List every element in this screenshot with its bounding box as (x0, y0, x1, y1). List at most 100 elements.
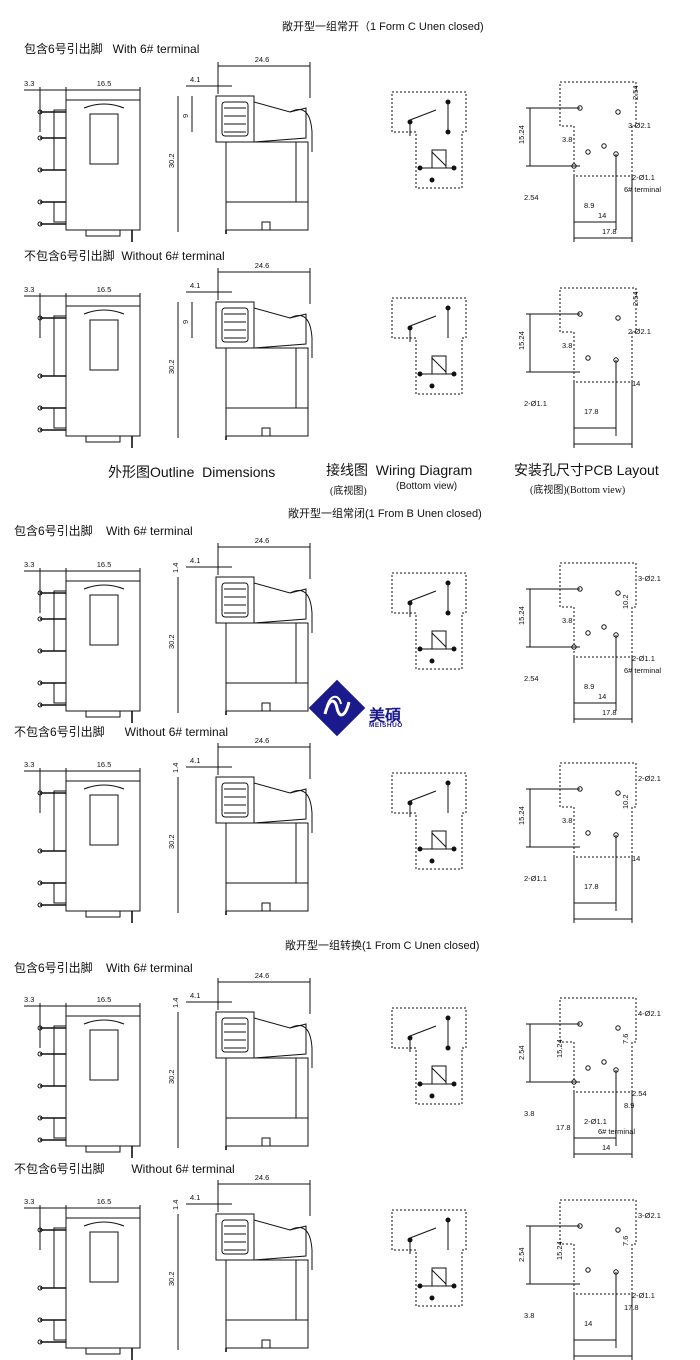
dimension-label: 30.2 (167, 834, 176, 849)
front-view (177, 268, 313, 440)
dimension-label: 16.5 (97, 79, 112, 88)
dimension-label: 16.5 (97, 285, 112, 294)
dimension-label: 24.6 (255, 736, 270, 745)
dimension-label: 3.3 (24, 285, 34, 294)
dimension-label: 30.2 (167, 359, 176, 374)
dimension-label: 14 (598, 692, 606, 701)
dimension-label: 3.3 (24, 760, 34, 769)
logo-mark-icon (308, 679, 366, 737)
dimension-label: 15.24 (517, 606, 526, 625)
wiring-diagram (391, 1007, 467, 1105)
dimension-label: 17.8 (602, 227, 617, 236)
dimension-label: 2-Ø1.1 (632, 1291, 655, 1300)
dimension-label: 8.9 (624, 1101, 634, 1110)
side-view (24, 293, 141, 448)
pcb-layout (526, 562, 637, 723)
dimension-label: 30.2 (167, 153, 176, 168)
meishuo-logo: 美碩 MEISHUO (308, 679, 443, 737)
dimension-label: 8.9 (584, 201, 594, 210)
dimension-label: 14 (602, 1143, 610, 1152)
front-view (177, 978, 313, 1150)
dimension-label: 3-Ø2.1 (638, 1211, 661, 1220)
dimension-label: 30.2 (167, 1069, 176, 1084)
wiring-header: 接线图 Wiring Diagram (326, 462, 473, 478)
dimension-label: 24.6 (255, 55, 270, 64)
dimension-label: 17.8 (624, 1303, 639, 1312)
dimension-label: 10.2 (621, 594, 630, 609)
side-view (24, 568, 141, 723)
side-view (24, 87, 141, 242)
dimension-label: 24.6 (255, 536, 270, 545)
dimension-label: 10.2 (621, 794, 630, 809)
outline-header: 外形图Outline Dimensions (108, 464, 276, 480)
dimension-label: 6# terminal (598, 1127, 635, 1136)
dimension-label: 2-Ø2.1 (638, 774, 661, 783)
wiring-diagram (391, 297, 467, 395)
dimension-label: 3.8 (562, 341, 572, 350)
dimension-label: 4.1 (190, 1193, 200, 1202)
dimension-label: 2.54 (517, 1247, 526, 1262)
dimension-label: 4.1 (190, 281, 200, 290)
dimension-label: 9 (181, 320, 190, 324)
dimension-label: 2-Ø2.1 (628, 327, 651, 336)
dimension-label: 2-Ø1.1 (632, 173, 655, 182)
dimension-label: 6# terminal (624, 185, 661, 194)
dimension-label: 2-Ø1.1 (524, 399, 547, 408)
pcb-layout (526, 287, 637, 448)
dimension-label: 3.3 (24, 79, 34, 88)
wiring-subheader-en: (Bottom view) (396, 481, 458, 492)
dimension-label: 3-Ø2.1 (628, 121, 651, 130)
dimension-label: 15.24 (555, 1039, 564, 1058)
variant-label-3a: 包含6号引出脚 With 6# terminal (14, 961, 193, 975)
dimension-label: 3.8 (524, 1109, 534, 1118)
dimension-label: 2-Ø1.1 (524, 874, 547, 883)
logo-name: 美碩 (369, 708, 402, 725)
wiring-diagram (391, 91, 467, 189)
dimension-label: 17.8 (556, 1123, 571, 1132)
variant-label-2a: 包含6号引出脚 With 6# terminal (14, 524, 193, 538)
dimension-label: 15.24 (517, 125, 526, 144)
dimension-label: 3.8 (562, 816, 572, 825)
wiring-diagram (391, 1209, 467, 1307)
dimension-label: 2.54 (517, 1045, 526, 1060)
pcb-header: 安装孔尺寸PCB Layout (514, 462, 659, 478)
section-title-3: 敞开型一组转换(1 From C Unen closed) (285, 940, 480, 952)
section-title-1: 敞开型一组常开（1 Form C Unen closed) (282, 21, 484, 33)
dimension-label: 24.6 (255, 261, 270, 270)
dimension-label: 17.8 (602, 708, 617, 717)
dimension-label: 1.4 (171, 563, 180, 573)
dimension-label: 4-Ø2.1 (638, 1009, 661, 1018)
dimension-label: 2-Ø1.1 (632, 654, 655, 663)
dimension-label: 3.8 (562, 616, 572, 625)
pcb-layout (526, 997, 637, 1158)
dimension-label: 24.6 (255, 1173, 270, 1182)
dimension-label: 3.3 (24, 995, 34, 1004)
dimension-label: 15.24 (555, 1241, 564, 1260)
logo-subname: MEISHUO (369, 722, 403, 729)
side-view (24, 1003, 141, 1158)
dimension-label: 1.4 (171, 998, 180, 1008)
front-view (177, 743, 313, 915)
dimension-label: 1.4 (171, 1200, 180, 1210)
wiring-diagram (391, 572, 467, 670)
dimension-label: 17.8 (584, 882, 599, 891)
dimension-label: 16.5 (97, 760, 112, 769)
section-title-2: 敞开型一组常闭(1 From B Unen closed) (288, 508, 482, 520)
dimension-label: 16.5 (97, 995, 112, 1004)
dimension-label: 14 (598, 211, 606, 220)
dimension-label: 2.54 (631, 85, 640, 100)
dimension-label: 3.8 (524, 1311, 534, 1320)
dimension-label: 15.24 (517, 806, 526, 825)
pcb-subheader: (底视图)(Bottom view) (530, 485, 626, 496)
dimension-label: 14 (632, 379, 640, 388)
wiring-subheader-cn: (底视图) (330, 486, 367, 497)
dimension-label: 2.54 (631, 291, 640, 306)
dimension-label: 24.6 (255, 971, 270, 980)
side-view (24, 1205, 141, 1360)
dimension-label: 1.4 (171, 763, 180, 773)
dimension-label: 3-Ø2.1 (638, 574, 661, 583)
